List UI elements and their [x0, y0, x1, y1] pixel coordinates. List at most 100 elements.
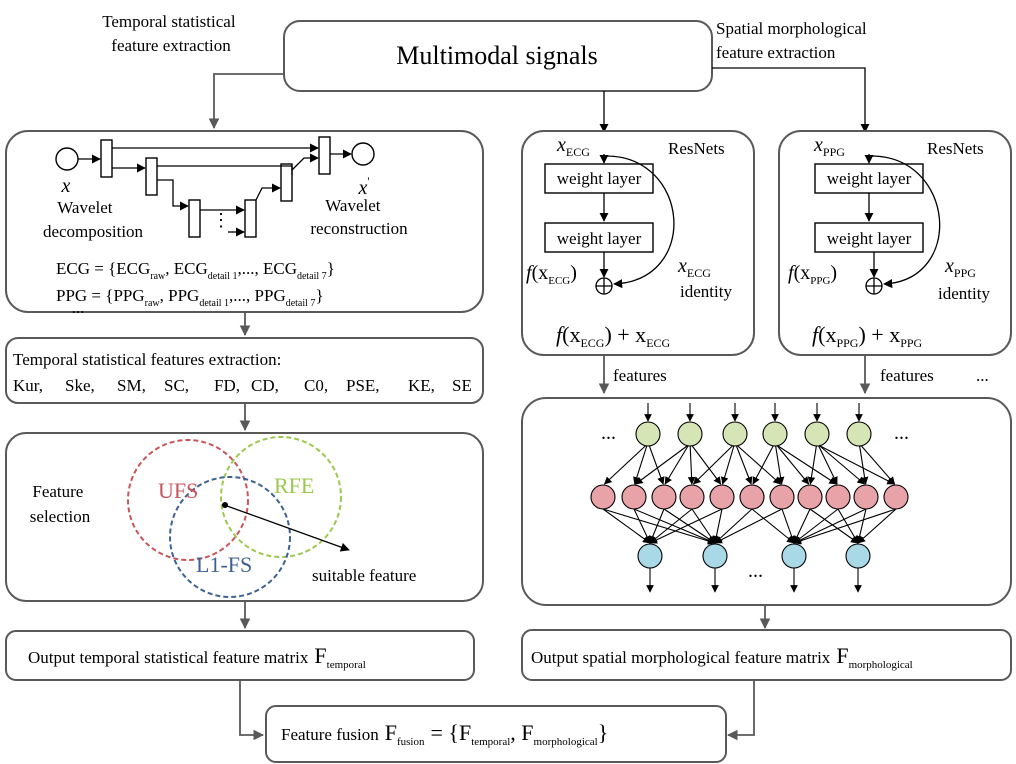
x-label: x	[61, 175, 71, 197]
output-node	[845, 543, 871, 569]
network-edge	[818, 445, 838, 485]
decomp-block-1	[100, 139, 113, 178]
l1-fs-circle	[169, 476, 291, 598]
hidden-node	[621, 484, 647, 510]
arrow-top-to-wavelet	[208, 73, 284, 130]
resnet-ecg-f-label: f(xECG)	[526, 262, 577, 287]
network-edge	[691, 508, 716, 544]
ppg-set-equation: PPG = {PPGraw, PPGdetail 1,..., PPGdetai…	[56, 286, 324, 309]
decomp-block-3	[188, 199, 201, 238]
output-temporal-panel: Output temporal statistical feature matr…	[5, 630, 475, 681]
resnet-ppg-weight-layer-2	[814, 222, 924, 253]
resnet-ecg-output: f(xECG) + xECG	[556, 322, 671, 350]
feature-kur: Kur,	[13, 376, 43, 395]
temporal-features-title: Temporal statistical features extraction…	[13, 350, 281, 369]
resnet-ppg-identity-x: xPPG	[944, 255, 976, 280]
resnet-ecg-skip-connection	[605, 155, 675, 289]
output-morphological-panel: Output spatial morphological feature mat…	[521, 629, 1012, 681]
multimodal-signals-box	[283, 20, 713, 92]
recon-block-3	[318, 136, 331, 175]
network-edge	[857, 508, 897, 544]
feature-selection-label: Feature selection	[30, 482, 91, 526]
network-edges	[602, 403, 897, 593]
input-signal-circle	[55, 147, 79, 171]
network-edge	[776, 445, 810, 485]
features-label-ecg: features	[613, 366, 667, 385]
resnet-ppg-skip-connection	[870, 155, 941, 289]
recon-block-2	[280, 163, 293, 202]
resnet-ecg-weight-layer-2-label: weight layer	[557, 229, 642, 248]
resnet-ecg-weight-layer-1	[544, 163, 654, 194]
resnet-ecg-panel: xECG ResNets weight layer weight layer f…	[521, 130, 755, 356]
temporal-feature-list: Kur, Ske, SM, SC, FD, CD, C0, PSE, KE, S…	[13, 376, 472, 395]
feature-fd: FD,	[214, 376, 240, 395]
ufs-circle	[127, 439, 249, 561]
resnet-ecg-weight-layer-2	[544, 222, 654, 253]
feature-c0: C0,	[304, 376, 328, 395]
network-edge	[837, 508, 859, 544]
reconstruction-label: Wavelet reconstruction	[310, 196, 408, 238]
suitable-feature-label: suitable feature	[312, 566, 416, 585]
feature-sm: SM,	[117, 376, 146, 395]
feature-ske: Ske,	[65, 376, 95, 395]
hidden-node	[651, 484, 677, 510]
network-edge	[635, 445, 688, 485]
input-node	[677, 421, 703, 447]
network-edge	[663, 508, 716, 544]
hidden-node	[853, 484, 879, 510]
wavelet-panel: ⋮ x x' Wavelet decomposition Wavelet rec…	[5, 130, 484, 317]
rfe-circle	[220, 436, 342, 558]
network-ellipsis-bottom: ...	[748, 560, 763, 582]
network-edge	[861, 445, 896, 485]
resnet-ppg-f-label: f(xPPG)	[788, 262, 837, 287]
output-node	[637, 543, 663, 569]
neural-network-panel: ... ... ...	[521, 397, 1012, 606]
network-edge	[602, 508, 716, 545]
hidden-node	[797, 484, 823, 510]
resnet-ppg-output: f(xPPG) + xPPG	[812, 322, 923, 350]
feature-sc: SC,	[164, 376, 189, 395]
network-edge	[809, 508, 859, 544]
network-edge	[692, 445, 733, 485]
feature-pse: PSE,	[346, 376, 380, 395]
resnet-ppg-title: ResNets	[927, 139, 984, 158]
network-ellipsis-left: ...	[601, 422, 616, 444]
output-temporal-text: Output temporal statistical feature matr…	[28, 643, 366, 671]
decomp-block-2	[145, 157, 158, 196]
feature-se: SE	[452, 376, 472, 395]
hidden-node	[739, 484, 765, 510]
resnet-ppg-weight-layer-2-label: weight layer	[827, 229, 912, 248]
features-more: ...	[976, 366, 989, 385]
input-node	[846, 421, 872, 447]
network-edge	[737, 445, 782, 485]
hidden-node	[883, 484, 909, 510]
wavelet-vdots: ⋮	[212, 210, 230, 230]
temporal-features-panel: Temporal statistical features extraction…	[5, 337, 484, 404]
resnet-ppg-identity-label: identity	[938, 284, 990, 303]
rfe-label: RFE	[274, 473, 314, 498]
input-node	[722, 421, 748, 447]
network-edge	[735, 445, 753, 485]
left-caption: Temporal statistical feature extraction	[102, 12, 240, 55]
network-edge	[781, 508, 796, 544]
network-edge	[859, 445, 869, 485]
network-edge	[807, 445, 817, 485]
resnet-ppg-weight-layer-1-label: weight layer	[827, 169, 912, 188]
hidden-node	[709, 484, 735, 510]
network-edge	[751, 508, 795, 544]
decomposition-label: Wavelet decomposition	[43, 198, 144, 241]
resnet-ecg-identity-x: xECG	[677, 255, 711, 280]
feature-selection-panel: Feature selection UFS RFE L1-FS suitable…	[5, 432, 484, 602]
output-node	[781, 543, 807, 569]
ecg-set-equation: ECG = {ECGraw, ECGdetail 1,..., ECGdetai…	[56, 259, 335, 282]
feature-ke: KE,	[408, 376, 435, 395]
network-edge	[793, 508, 897, 545]
multimodal-signals-title: Multimodal signals	[396, 41, 598, 70]
hidden-node	[590, 484, 616, 510]
output-node	[702, 543, 728, 569]
hidden-node	[825, 484, 851, 510]
input-node	[762, 421, 788, 447]
